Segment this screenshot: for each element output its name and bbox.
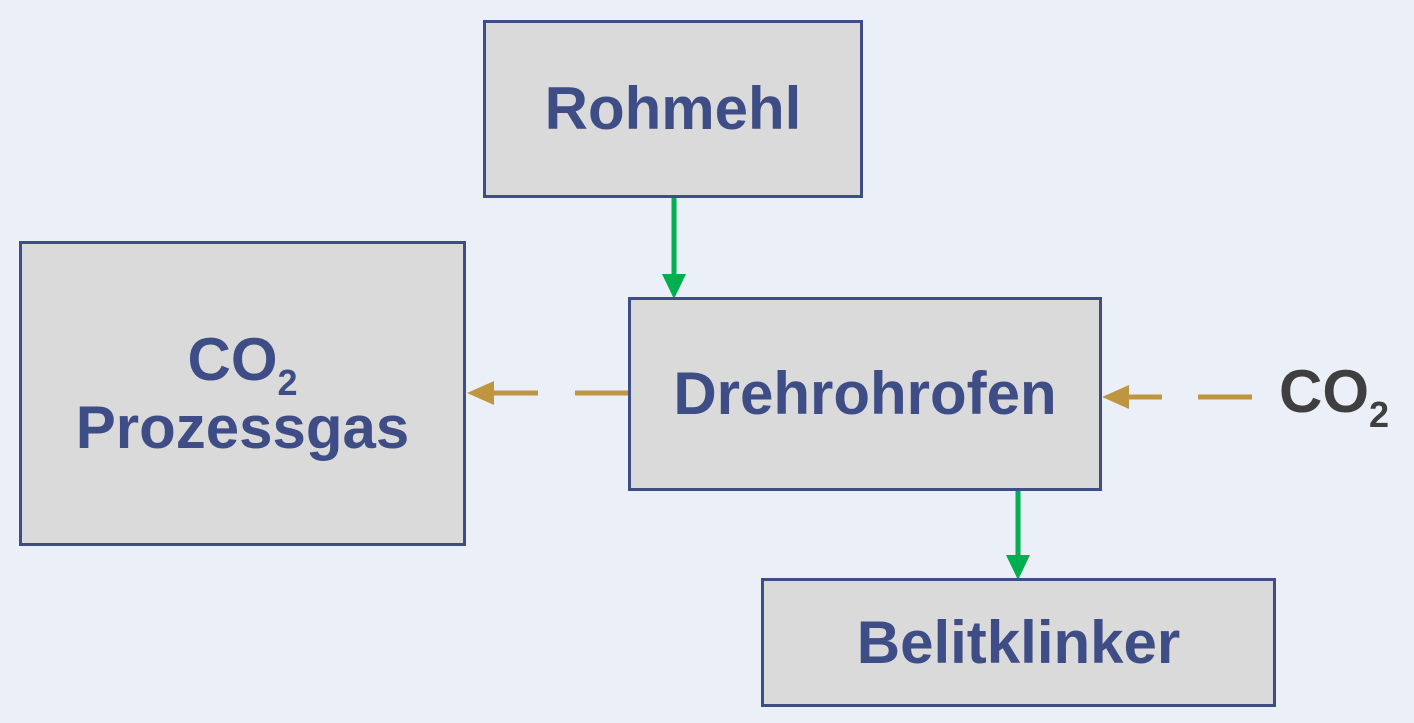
node-co2-prozessgas: CO2 Prozessgas: [19, 241, 466, 546]
node-rohmehl: Rohmehl: [483, 20, 863, 198]
co2-formula-subscript: 2: [277, 362, 298, 404]
co2-formula-main: CO: [187, 326, 278, 394]
node-prozessgas-line2: Prozessgas: [75, 393, 410, 461]
co2-input-label: CO2: [1279, 362, 1389, 433]
node-prozessgas-line1: CO2: [187, 326, 297, 403]
arrow-ofen-to-klinker: [1006, 491, 1030, 580]
co2-input-main: CO: [1279, 358, 1369, 425]
arrow-co2-to-ofen: [1102, 385, 1252, 409]
node-belitklinker: Belitklinker: [761, 578, 1276, 707]
node-rohmehl-label: Rohmehl: [544, 75, 802, 143]
node-belitklinker-label: Belitklinker: [856, 608, 1181, 676]
arrow-rohmehl-to-ofen: [662, 198, 686, 299]
node-drehrohrofen-label: Drehrohrofen: [673, 360, 1057, 428]
co2-input-subscript: 2: [1369, 394, 1390, 436]
arrow-ofen-to-prozessgas: [467, 381, 628, 405]
node-drehrohrofen: Drehrohrofen: [628, 297, 1102, 491]
